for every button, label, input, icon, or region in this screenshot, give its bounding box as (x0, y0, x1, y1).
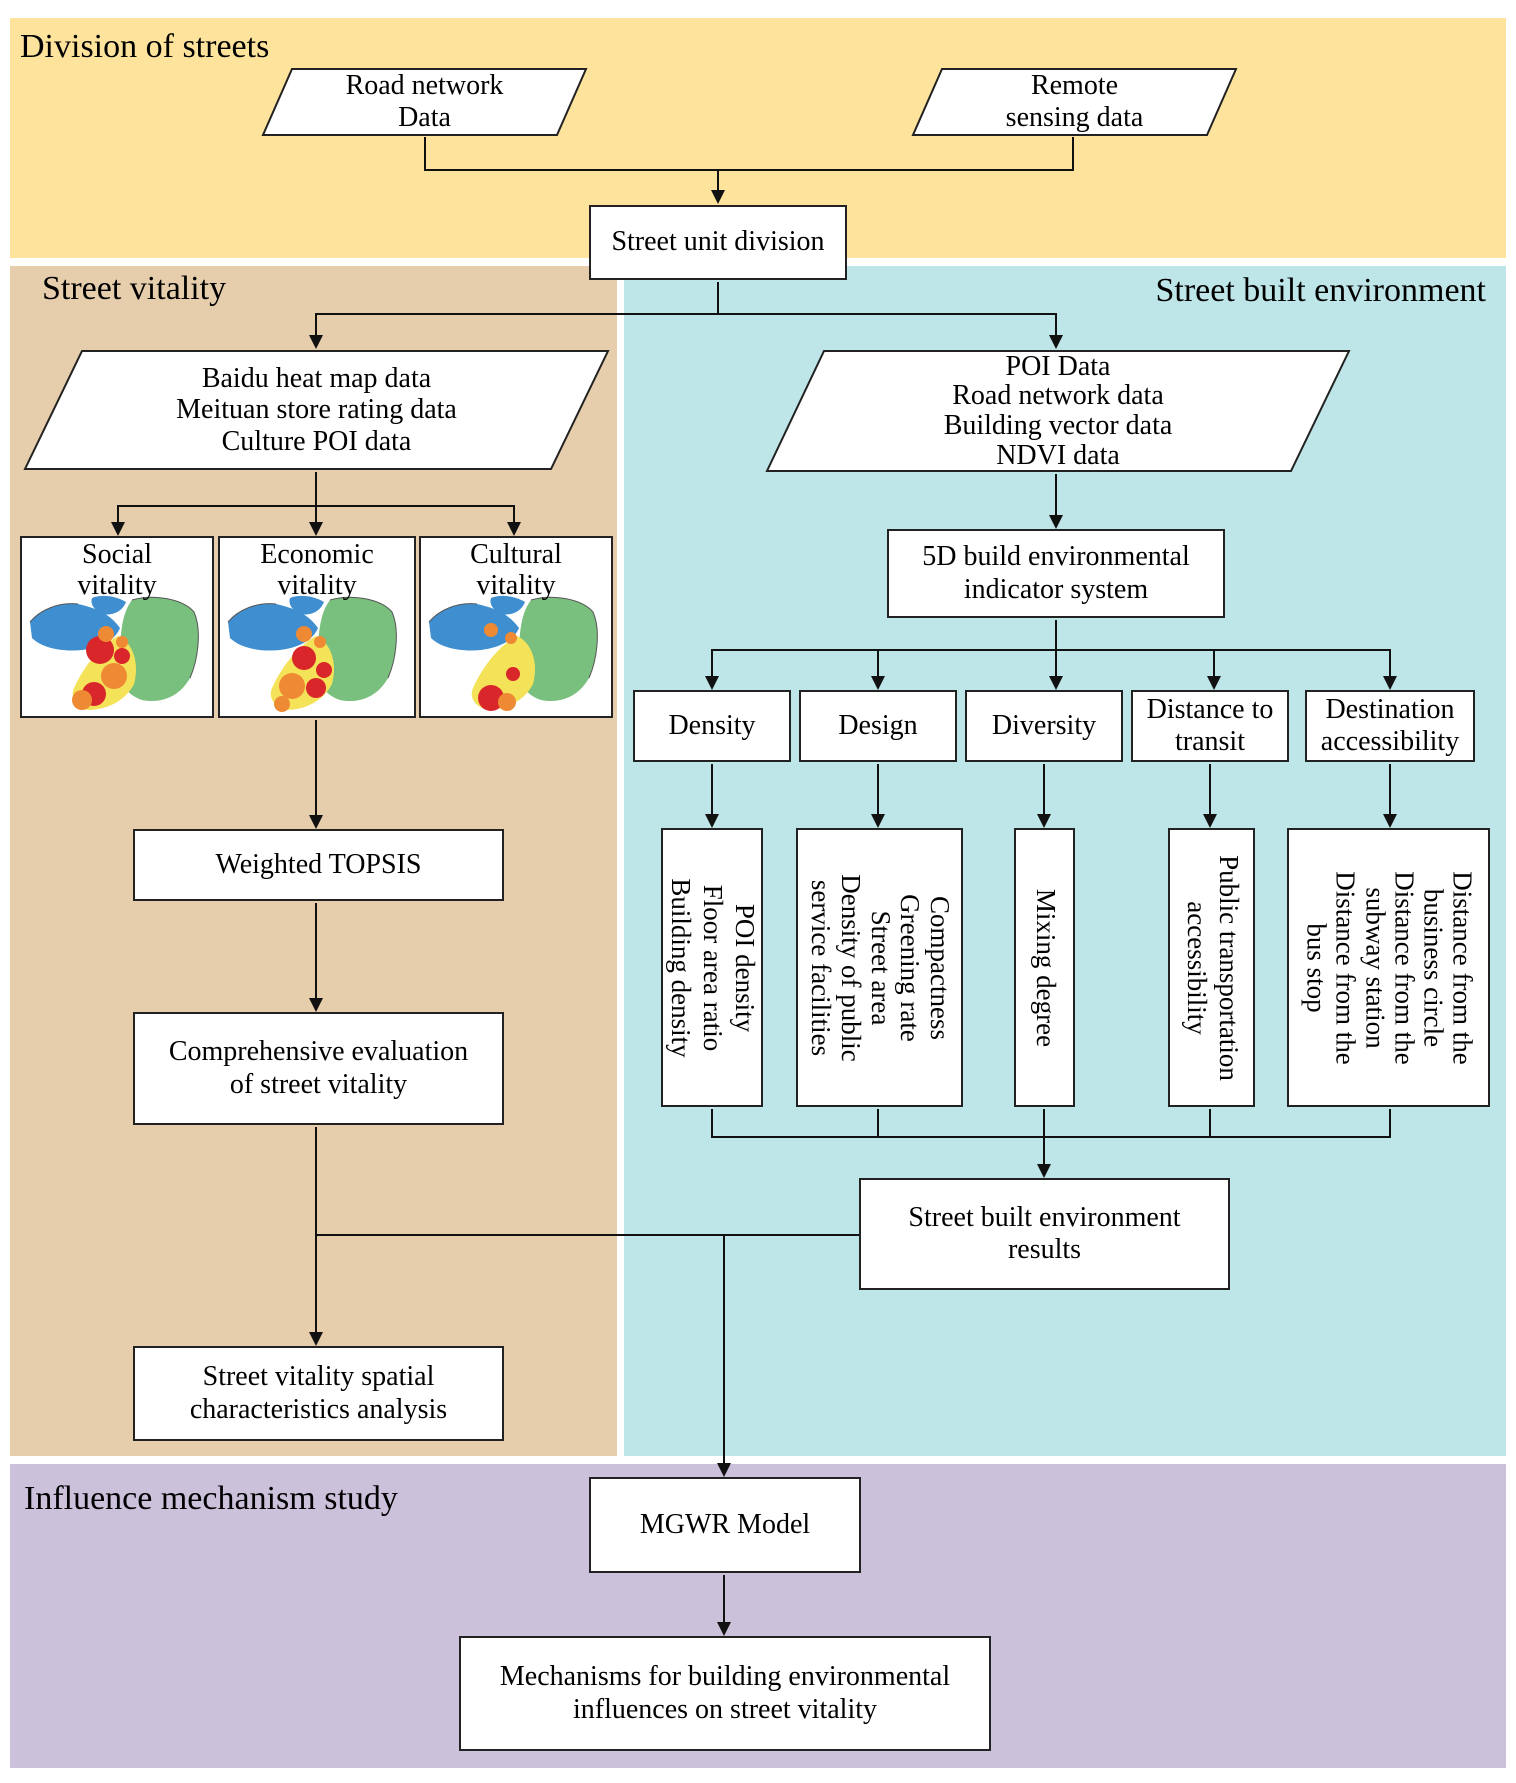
spatial-analysis-box: Street vitality spatial characteristics … (133, 1346, 504, 1441)
cultural-vitality-title-line-2: vitality (476, 569, 556, 601)
density-indicators-text: POI density Floor area ratio Building de… (664, 878, 760, 1057)
vitality-source-data-label: Baidu heat map data Meituan store rating… (24, 350, 609, 470)
density-indicator-3: Building density (666, 877, 697, 1058)
social-vitality-title-line-1: Social (82, 539, 152, 570)
built-source-line-4: NDVI data (996, 439, 1120, 471)
design-indicator-2: Greening rate (895, 893, 926, 1042)
cultural-vitality-map (428, 595, 598, 711)
road-network-data-node: Road network Data (261, 68, 588, 136)
vitality-source-data-node: Baidu heat map data Meituan store rating… (23, 350, 610, 470)
density-indicators-box: POI density Floor area ratio Building de… (661, 828, 763, 1107)
transit-indicators-text: Public transportation accessibility (1180, 855, 1244, 1081)
transit-indicator-1: Public transportation (1213, 854, 1244, 1081)
destination-indicator-3: Distance from the (1388, 870, 1419, 1065)
distance-to-transit-box: Distance to transit (1131, 690, 1289, 762)
transit-indicators-box: Public transportation accessibility (1168, 828, 1255, 1107)
comprehensive-evaluation-box: Comprehensive evaluation of street vital… (133, 1012, 504, 1125)
vitality-source-line-1: Baidu heat map data (201, 362, 432, 394)
road-network-line-2: Data (398, 102, 451, 133)
social-vitality-map-panel: Social vitality (20, 536, 214, 718)
mgwr-model-label: MGWR Model (639, 1508, 811, 1540)
built-source-line-3: Building vector data (943, 410, 1173, 441)
design-indicator-5: service facilities (805, 879, 836, 1056)
destination-accessibility-line-2: accessibility (1320, 726, 1460, 757)
mechanisms-line-2: influences on street vitality (572, 1693, 878, 1725)
remote-sensing-line-2: sensing data (1005, 102, 1144, 133)
distance-to-transit-line-1: Distance to (1146, 693, 1274, 725)
mechanisms-line-1: Mechanisms for building environmental (499, 1661, 951, 1693)
design-indicator-4: Density of public (835, 873, 866, 1062)
destination-indicator-6: bus stop (1301, 922, 1332, 1013)
diversity-indicators-text: Mixing degree (1029, 888, 1061, 1047)
destination-indicators-box: Distance from the business circle Distan… (1287, 828, 1490, 1107)
destination-indicator-4: subway station (1359, 886, 1390, 1049)
mechanisms-box: Mechanisms for building environmental in… (459, 1636, 991, 1751)
region-title-vitality: Street vitality (42, 270, 227, 307)
weighted-topsis-box: Weighted TOPSIS (133, 829, 504, 901)
remote-sensing-data-label: Remote sensing data (912, 68, 1237, 136)
indicator-system-line-1: 5D build environmental (922, 541, 1190, 573)
built-environment-results-line-2: results (1007, 1234, 1082, 1265)
social-vitality-map (29, 595, 199, 710)
design-indicator-3: Street area (865, 910, 896, 1025)
destination-indicator-1: Distance from the (1446, 870, 1477, 1065)
diversity-indicators-box: Mixing degree (1014, 828, 1075, 1107)
built-source-line-1: POI Data (1005, 350, 1111, 382)
design-box: Design (799, 690, 957, 762)
density-indicator-2: Floor area ratio (697, 884, 728, 1051)
vitality-source-line-3: Culture POI data (221, 425, 412, 457)
road-network-data-label: Road network Data (262, 68, 587, 136)
spatial-analysis-line-2: characteristics analysis (189, 1393, 448, 1425)
weighted-topsis-label: Weighted TOPSIS (215, 848, 422, 880)
built-source-data-label: POI Data Road network data Building vect… (766, 350, 1350, 472)
vitality-source-line-2: Meituan store rating data (176, 394, 457, 426)
destination-indicator-5: Distance from the (1330, 870, 1361, 1065)
destination-accessibility-line-1: Destination (1325, 693, 1455, 725)
built-environment-results-box: Street built environment results (859, 1178, 1230, 1290)
street-unit-division-box: Street unit division (589, 205, 847, 280)
density-indicator-1: POI density (729, 903, 760, 1032)
region-title-division: Division of streets (20, 28, 270, 65)
cultural-vitality-map-panel: Cultural vitality (419, 536, 613, 718)
region-title-built-environment: Street built environment (1155, 272, 1487, 309)
remote-sensing-line-1: Remote (1030, 70, 1119, 102)
indicator-system-box: 5D build environmental indicator system (887, 529, 1225, 618)
mgwr-model-box: MGWR Model (589, 1477, 861, 1573)
built-source-line-2: Road network data (952, 380, 1164, 412)
diversity-indicator-1: Mixing degree (1030, 888, 1061, 1047)
cultural-vitality-title-line-1: Cultural (470, 539, 562, 570)
region-title-influence: Influence mechanism study (24, 1480, 398, 1517)
design-indicator-1: Compactness (924, 895, 955, 1040)
diversity-label: Diversity (991, 709, 1097, 741)
design-label: Design (838, 709, 918, 741)
spatial-analysis-line-1: Street vitality spatial (202, 1361, 435, 1393)
built-environment-results-line-1: Street built environment (908, 1201, 1181, 1233)
road-network-line-1: Road network (345, 70, 504, 102)
social-vitality-title-line-2: vitality (77, 569, 157, 601)
comprehensive-evaluation-line-2: of street vitality (229, 1068, 408, 1100)
diversity-box: Diversity (965, 690, 1123, 762)
destination-accessibility-box: Destination accessibility (1305, 690, 1475, 762)
economic-vitality-map (227, 595, 397, 712)
destination-indicator-2: business circle (1417, 888, 1448, 1047)
distance-to-transit-line-2: transit (1175, 726, 1245, 757)
economic-vitality-title-line-1: Economic (260, 539, 374, 570)
economic-vitality-title-line-2: vitality (277, 569, 357, 601)
design-indicators-box: Compactness Greening rate Street area De… (796, 828, 963, 1107)
transit-indicator-2: accessibility (1181, 900, 1212, 1035)
destination-indicators-text: Distance from the business circle Distan… (1301, 870, 1477, 1065)
economic-vitality-map-title: Economic vitality (220, 539, 414, 602)
density-box: Density (633, 690, 791, 762)
cultural-vitality-map-title: Cultural vitality (421, 539, 611, 602)
built-source-data-node: POI Data Road network data Building vect… (765, 350, 1351, 472)
remote-sensing-data-node: Remote sensing data (911, 68, 1238, 136)
design-indicators-text: Compactness Greening rate Street area De… (805, 873, 955, 1062)
comprehensive-evaluation-line-1: Comprehensive evaluation (168, 1036, 469, 1068)
social-vitality-map-title: Social vitality (22, 539, 212, 602)
street-unit-division-label: Street unit division (611, 226, 825, 258)
economic-vitality-map-panel: Economic vitality (218, 536, 416, 718)
density-label: Density (668, 709, 756, 741)
indicator-system-line-2: indicator system (963, 573, 1149, 605)
